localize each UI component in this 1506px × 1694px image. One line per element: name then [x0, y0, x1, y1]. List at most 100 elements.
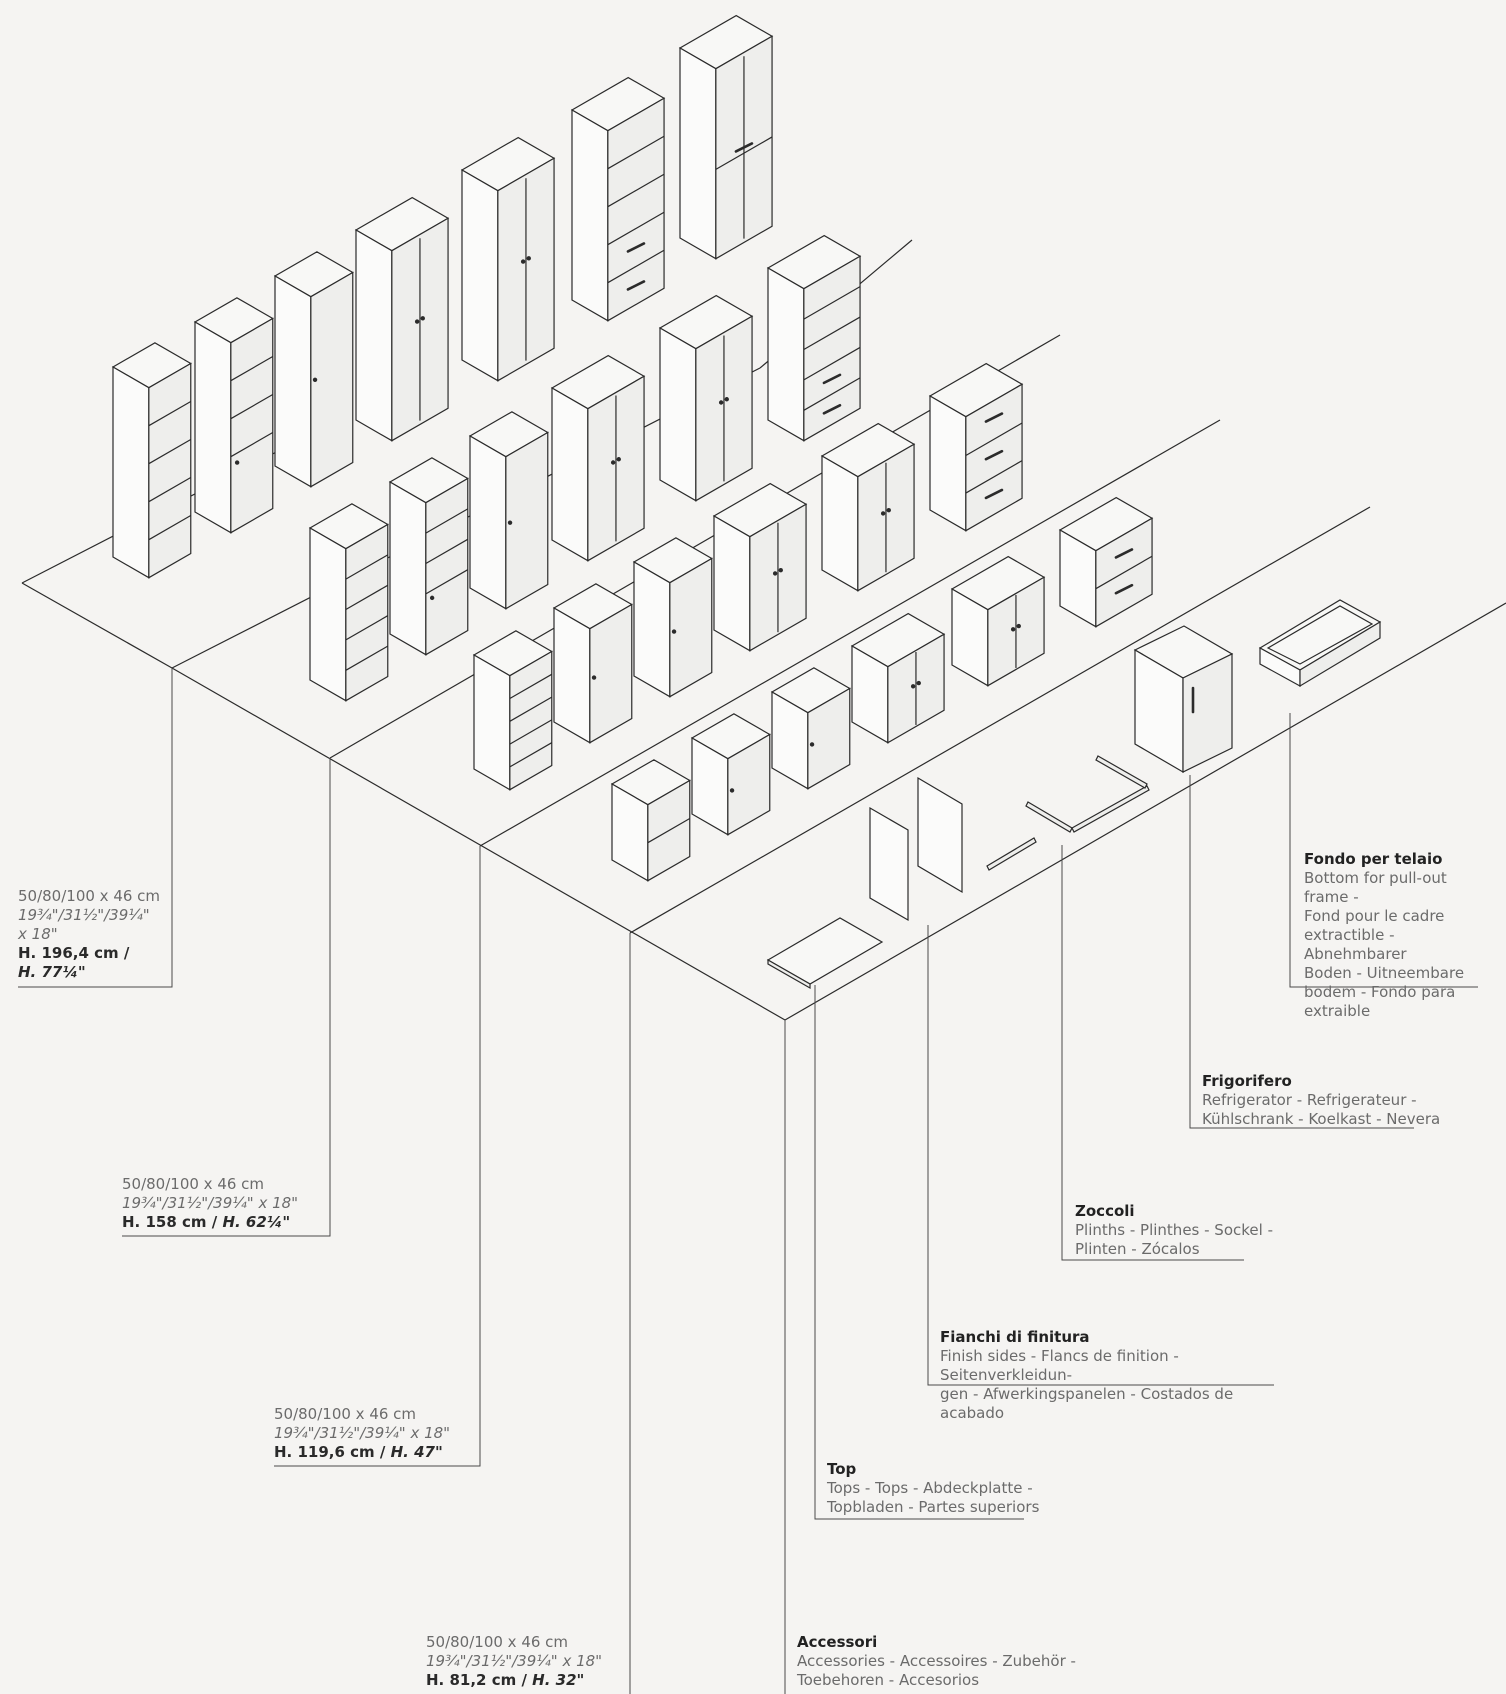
knob-icon: [671, 629, 677, 634]
refrigerator: [1133, 625, 1234, 774]
handle-icon: [822, 403, 842, 415]
cabinet: [550, 354, 646, 562]
accessory-name: Fondo per telaio: [1304, 850, 1443, 868]
door-top: [425, 569, 469, 595]
cabinet: [1058, 496, 1154, 628]
knob-icon: [616, 457, 621, 462]
accessory-label-plinths: Zoccoli Plinths - Plinthes - Sockel - Pl…: [1075, 1202, 1275, 1259]
cabinet: [552, 583, 633, 744]
cabinet-front: [469, 434, 507, 610]
knob-icon: [724, 397, 729, 402]
cabinet-front: [274, 274, 312, 488]
imperial-text: 19¾"/31½"/39¼" x 18": [274, 1424, 451, 1442]
cabinet-side: [345, 523, 389, 702]
shelf: [509, 719, 553, 745]
height-imperial: H. 32": [532, 1671, 585, 1689]
accessory-label-refrigerator: Frigorifero Refrigerator - Refrigerateur…: [1202, 1072, 1442, 1129]
handle-icon: [984, 412, 1004, 423]
cabinet: [850, 612, 946, 744]
drawer: [803, 377, 861, 411]
handle-icon: [1114, 583, 1134, 595]
cabinets-group: [111, 14, 1154, 882]
accessory-label-accessories: Accessori Accessories - Accessoires - Zu…: [797, 1633, 1077, 1690]
accessory-name: Frigorifero: [1202, 1072, 1292, 1090]
shelf: [148, 514, 192, 541]
cabinet: [678, 14, 774, 260]
knob-icon: [591, 675, 597, 680]
height-group-label-1: 50/80/100 x 46 cm 19¾"/31½"/39¼" x 18" H…: [18, 887, 168, 982]
cabinet: [460, 136, 556, 382]
accessory-translation: extraible: [1304, 1002, 1371, 1020]
cabinet-front: [633, 560, 671, 698]
dims-text: 50/80/100 x 46 cm: [274, 1405, 417, 1423]
finish-sides: [869, 776, 963, 922]
drawer: [965, 422, 1023, 456]
drawer: [1095, 555, 1153, 590]
knob-icon: [916, 680, 921, 686]
accessory-translation: Topbladen - Partes superiors: [827, 1498, 1040, 1516]
height-text: H. 119,6 cm / H. 47": [274, 1443, 494, 1462]
cabinet-front: [309, 526, 347, 702]
accessory-pieces: [766, 599, 1382, 990]
accessory-translation: Accessories - Accessoires - Zubehör -: [797, 1652, 1076, 1670]
accessory-translation: gen - Afwerkingspanelen - Costados de ac…: [940, 1385, 1234, 1422]
cabinet: [632, 537, 713, 698]
knob-icon: [772, 571, 778, 576]
door-top: [230, 431, 274, 458]
door-mid: [715, 136, 773, 170]
height-group-label-4: 50/80/100 x 46 cm 19¾"/31½"/39¼" x 18" H…: [426, 1633, 646, 1690]
height-text: H. 158 cm / H. 62¼": [122, 1213, 342, 1232]
cabinet: [820, 422, 916, 592]
cabinet: [308, 503, 389, 702]
cabinet-front: [571, 108, 609, 322]
accessory-label-finish-sides: Fianchi di finitura Finish sides - Flanc…: [940, 1328, 1280, 1423]
shelf: [345, 615, 389, 641]
imperial-text: x 18": [18, 925, 58, 943]
knob-icon: [414, 319, 420, 324]
cabinet-side: [803, 255, 861, 442]
cabinet-front: [112, 365, 150, 579]
accessory-translation: Tops - Tops - Abdeckplatte -: [827, 1479, 1033, 1497]
height-metric: H. 119,6 cm /: [274, 1443, 391, 1461]
knob-icon: [718, 400, 724, 405]
cabinet: [766, 234, 862, 442]
dims-text: 50/80/100 x 46 cm: [426, 1633, 569, 1651]
knob-icon: [610, 460, 616, 465]
leader-lines: [18, 668, 1478, 1694]
shelf: [148, 476, 192, 503]
knob-icon: [520, 259, 526, 264]
handle-icon: [822, 373, 842, 385]
shelf: [425, 538, 469, 565]
knob-icon: [778, 567, 783, 573]
cabinet: [770, 667, 851, 790]
cabinet-front: [473, 653, 511, 791]
cabinet: [468, 411, 549, 610]
shelf: [425, 508, 469, 534]
knob-icon: [312, 377, 318, 382]
cabinet: [712, 482, 808, 652]
height-group-label-2: 50/80/100 x 46 cm 19¾"/31½"/39¼" x 18" H…: [122, 1175, 342, 1232]
accessory-translation: Plinths - Plinthes - Sockel -: [1075, 1221, 1273, 1239]
knob-icon: [507, 520, 513, 525]
handle-icon: [626, 280, 646, 291]
accessory-translation: Bottom for pull-out frame -: [1304, 869, 1447, 906]
knob-icon: [1010, 627, 1016, 632]
knob-icon: [429, 595, 435, 601]
top-panel: [766, 917, 884, 990]
shelf: [607, 135, 665, 170]
shelf: [148, 400, 192, 427]
shelf: [647, 817, 691, 844]
accessory-translation: Refrigerator - Refrigerateur -: [1202, 1091, 1417, 1109]
knob-icon: [910, 684, 916, 689]
cabinet-side: [310, 271, 354, 488]
imperial-text: 19¾"/31½"/39¼" x 18": [426, 1652, 603, 1670]
height-metric: H. 81,2 cm /: [426, 1671, 533, 1689]
drawer: [607, 211, 665, 246]
cabinet-side: [727, 733, 771, 836]
knob-icon: [886, 507, 891, 513]
cabinet-side: [148, 362, 192, 579]
shelf: [509, 742, 553, 768]
height-imperial: H. 62¼": [222, 1213, 291, 1231]
handle-icon: [984, 449, 1004, 461]
knob-icon: [234, 460, 240, 465]
